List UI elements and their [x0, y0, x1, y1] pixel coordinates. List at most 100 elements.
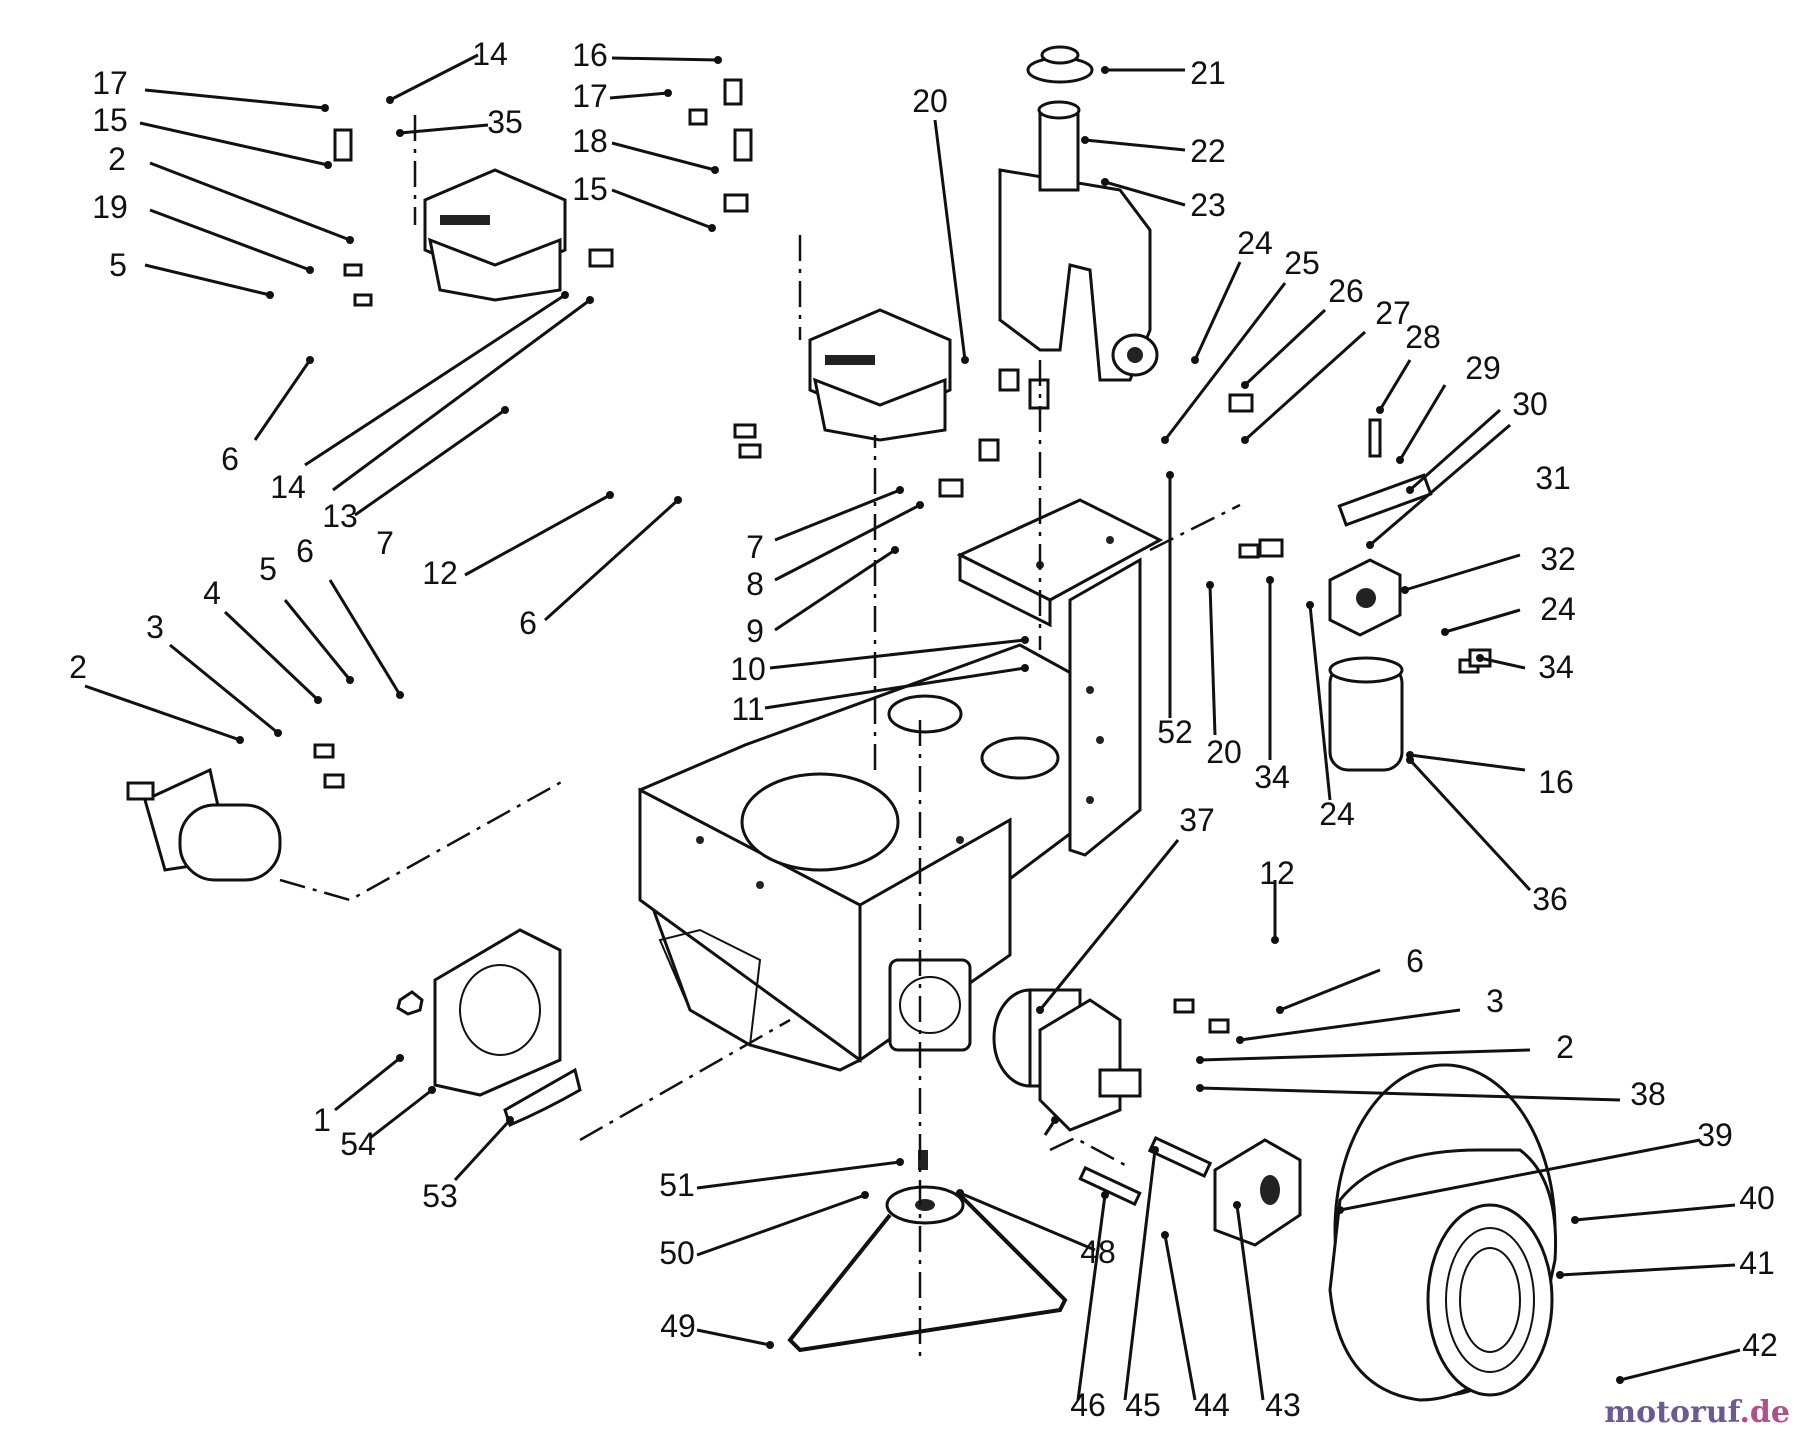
- leader-dot: [916, 501, 924, 509]
- leader-dot: [314, 696, 322, 704]
- callout: 5: [109, 247, 127, 283]
- callout: 2: [1556, 1029, 1574, 1065]
- callout-labels: 17 14 15 35 2 19 5 6 14 13 7 16 17 18 15…: [69, 36, 1778, 1423]
- wheel-hub: [1078, 1135, 1302, 1247]
- leader-line: [933, 119, 967, 361]
- callout: 11: [731, 691, 764, 727]
- callout: 3: [146, 609, 164, 645]
- callout: 54: [340, 1126, 376, 1162]
- leader-dot: [1166, 471, 1174, 479]
- callout: 46: [1070, 1387, 1106, 1423]
- leader-line: [369, 1088, 433, 1140]
- leader-line: [611, 141, 716, 172]
- callout: 15: [572, 171, 608, 207]
- leader-dot: [1616, 1376, 1624, 1384]
- leader-line: [1378, 359, 1412, 411]
- leader-dot: [1276, 1006, 1284, 1014]
- callout: 52: [1157, 714, 1193, 750]
- leader-line: [1193, 261, 1242, 361]
- leader-line: [223, 610, 320, 702]
- callout: 5: [259, 551, 277, 587]
- callout: 24: [1540, 591, 1576, 627]
- leader-line: [453, 1118, 512, 1182]
- callout: 23: [1190, 187, 1226, 223]
- callout: 18: [572, 123, 608, 159]
- callout: 16: [572, 37, 608, 73]
- callout: 19: [92, 189, 128, 225]
- leader-line: [611, 56, 719, 62]
- leader-line: [253, 359, 312, 441]
- leader-dot: [1101, 66, 1109, 74]
- callout: 34: [1538, 649, 1574, 685]
- leader-dot: [1241, 381, 1249, 389]
- callout: 37: [1179, 802, 1215, 838]
- callout: 2: [69, 649, 87, 685]
- callout: 15: [92, 102, 128, 138]
- leader-line: [149, 161, 351, 242]
- callout: 34: [1254, 759, 1290, 795]
- leader-line: [696, 1193, 866, 1257]
- leader-line: [774, 548, 896, 632]
- leader-dot: [266, 291, 274, 299]
- leader-line: [1163, 1234, 1197, 1401]
- callout: 45: [1125, 1387, 1161, 1423]
- leader-dot: [1241, 436, 1249, 444]
- callout: 1: [313, 1102, 331, 1138]
- callout: 35: [487, 104, 523, 140]
- leader-line: [399, 123, 489, 135]
- leader-dot: [1196, 1056, 1204, 1064]
- left-pump: [126, 767, 282, 882]
- leader-line: [1243, 308, 1327, 387]
- leader-line: [1409, 408, 1501, 492]
- callout: 50: [659, 1235, 695, 1271]
- callout: 17: [572, 78, 608, 114]
- callout: 36: [1532, 881, 1568, 917]
- watermark-tld: .de: [1739, 1395, 1790, 1430]
- callout: 49: [660, 1308, 696, 1344]
- callout: 51: [659, 1167, 695, 1203]
- leader-dot: [1266, 576, 1274, 584]
- callout: 12: [422, 555, 458, 591]
- callout: 39: [1697, 1117, 1733, 1153]
- leader-line: [1279, 968, 1381, 1012]
- callout: 17: [92, 65, 128, 101]
- filter-assembly: [1328, 558, 1404, 772]
- leader-dot: [1101, 178, 1109, 186]
- leader-dot: [306, 266, 314, 274]
- leader-line: [1339, 1138, 1701, 1212]
- leader-dot: [1556, 1271, 1564, 1279]
- callout: 31: [1535, 460, 1571, 496]
- callout: 6: [519, 605, 537, 641]
- leader-dot: [1401, 586, 1409, 594]
- leader-line: [169, 643, 279, 735]
- leader-dot: [386, 96, 394, 104]
- leader-dot: [1396, 456, 1404, 464]
- callout: 44: [1194, 1387, 1230, 1423]
- leader-dot: [1161, 1231, 1169, 1239]
- leader-dot: [1476, 654, 1484, 662]
- leader-dot: [506, 1116, 514, 1124]
- callout: 21: [1190, 55, 1226, 91]
- callout: 32: [1540, 541, 1576, 577]
- leader-line: [304, 293, 566, 467]
- callout: 24: [1319, 796, 1355, 832]
- leader-dot: [1366, 541, 1374, 549]
- leader-line: [1369, 423, 1511, 547]
- leader-line: [543, 498, 680, 622]
- callout: 24: [1237, 225, 1273, 261]
- leader-dot: [896, 1158, 904, 1166]
- callout: 2: [108, 141, 126, 177]
- leader-dot: [561, 291, 569, 299]
- leader-lines: [84, 53, 1741, 1401]
- leader-dot: [1191, 356, 1199, 364]
- leader-dot: [1206, 581, 1214, 589]
- callout: 12: [1259, 855, 1295, 891]
- leader-line: [1235, 1204, 1265, 1401]
- leader-line: [959, 1191, 1096, 1252]
- callout: 30: [1512, 386, 1548, 422]
- leader-dot: [324, 161, 332, 169]
- leader-dot: [1406, 756, 1414, 764]
- leader-line: [774, 488, 901, 542]
- callout: 6: [221, 441, 239, 477]
